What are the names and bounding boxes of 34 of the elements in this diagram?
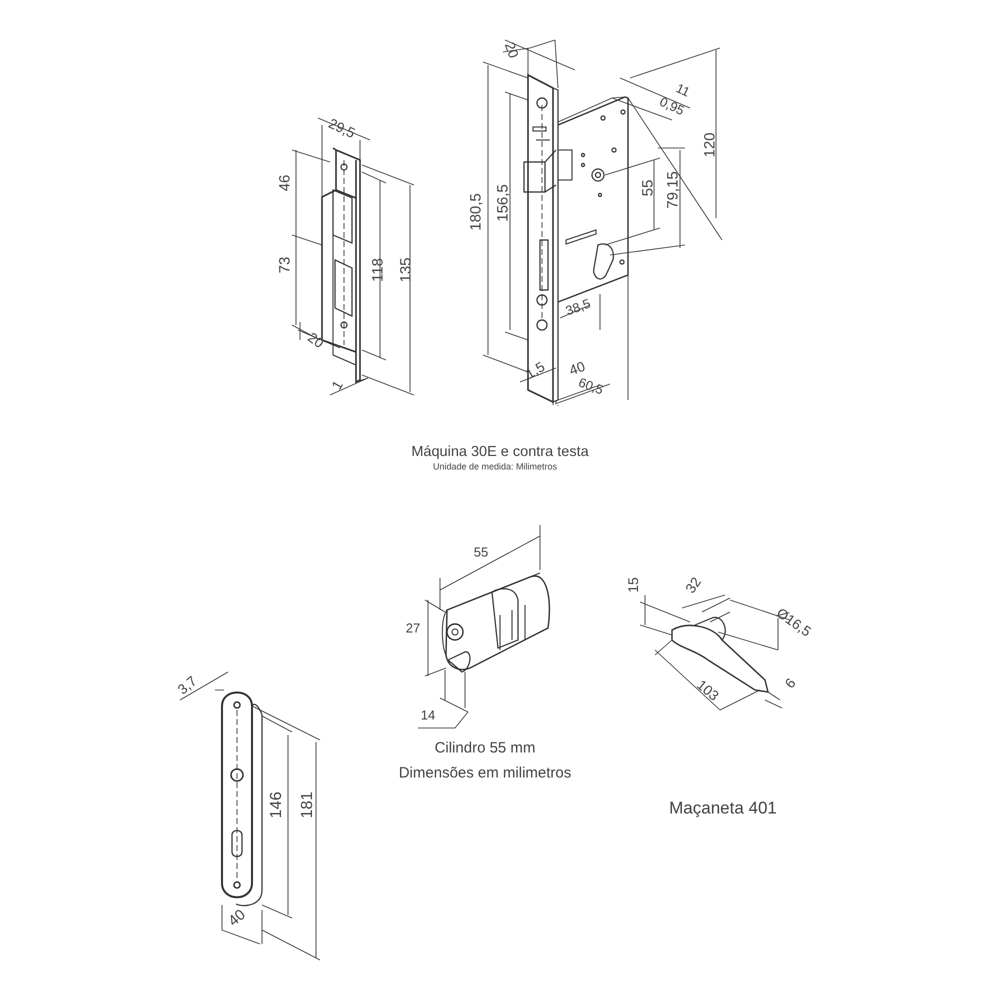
dimension-label: 118	[370, 258, 386, 282]
dimension-label: 180,5	[468, 193, 484, 231]
dimension-label: 181	[300, 792, 316, 818]
caption-text: Dimensões em milimetros	[398, 766, 572, 780]
dimension-label: 46	[278, 174, 292, 192]
dimension-label: 120	[702, 132, 718, 158]
dimension-label: 79,15	[666, 171, 680, 209]
dimension-label: 73	[278, 256, 292, 274]
dimension-label: 1	[329, 378, 345, 392]
caption-text: Máquina 30E e contra testa	[411, 444, 589, 460]
dimension-label: 11	[674, 81, 692, 99]
dimension-label: 29,5	[326, 116, 358, 140]
dimension-label: 15	[626, 577, 640, 593]
dimension-label: 135	[398, 257, 414, 283]
caption-text: Cilindro 55 mm	[434, 740, 536, 756]
dimension-label: 38,5	[564, 296, 592, 318]
dimension-label: 20	[306, 330, 326, 350]
dimension-label: 146	[269, 792, 285, 818]
caption-text: Maçaneta 401	[669, 800, 777, 816]
dimension-label: 1,5	[523, 359, 547, 381]
dimension-label: 103	[694, 677, 722, 703]
dimension-label: 156,5	[496, 184, 510, 222]
dimension-label: 40	[567, 358, 587, 378]
dimension-label: 14	[420, 708, 436, 722]
dimension-label: 20	[502, 40, 522, 60]
dimension-label: 32	[682, 574, 704, 596]
dimension-label: 55	[640, 180, 656, 196]
dimension-label: 60,5	[576, 376, 606, 396]
dimension-label: 27	[406, 622, 420, 634]
note-text: Unidade de medida: Milimetros	[432, 462, 558, 472]
dimension-label: 40	[226, 906, 248, 930]
dimension-label: 6	[782, 676, 798, 690]
dimension-label: 55	[474, 546, 488, 558]
dimension-label: 3,7	[175, 673, 199, 697]
